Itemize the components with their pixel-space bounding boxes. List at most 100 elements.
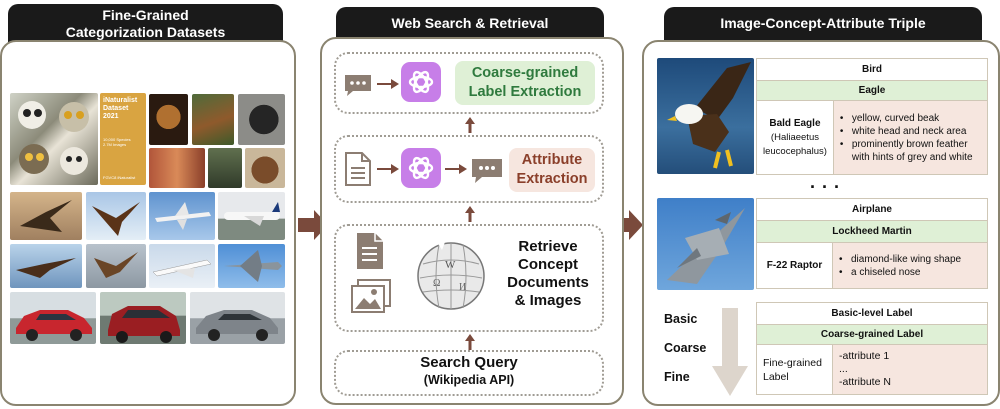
coarse-extraction-line2: Label Extraction (468, 84, 582, 100)
svg-text:W: W (445, 259, 456, 271)
web-search-title-tab: Web Search & Retrieval (336, 7, 604, 40)
datasets-title-line1: Fine-Grained (102, 7, 189, 23)
retrieve-line3: Documents (507, 274, 589, 291)
inat-year-text: 2021 (103, 113, 119, 120)
attribute-extraction-label: Attribute Extraction (509, 148, 595, 192)
f22-raptor-image (657, 198, 754, 290)
eagle-fine-label: Bald Eagle (Haliaeetus leucocephalus) (756, 100, 834, 175)
search-query-line2: (Wikipedia API) (423, 373, 515, 387)
f22-attribute-list: diamond-like wing shape a chiseled nose (839, 253, 981, 279)
bird-silhouette-3 (16, 258, 76, 278)
legend-fine-cell: Fine-grained Label (756, 344, 833, 395)
image-gallery-icon (351, 279, 391, 313)
airplane-silhouette-2 (224, 202, 280, 226)
retrieve-box (334, 224, 604, 332)
airplane-image-1 (149, 192, 215, 240)
arrow-right-small-icon (445, 164, 467, 174)
search-query-box (334, 350, 604, 396)
legend-coarse-header: Coarse-grained Label (756, 324, 988, 345)
eagle-attribute-list: yellow, curved beak white head and neck … (840, 112, 981, 164)
eagle-attribute-cell: yellow, curved beak white head and neck … (832, 100, 989, 175)
dog-image-4 (149, 148, 205, 188)
fighter-jet-silhouette (224, 250, 282, 282)
coarse-extraction-box (334, 52, 604, 114)
car-image-3 (190, 292, 285, 344)
car-image-1 (10, 292, 96, 344)
f22-basic-label: Airplane (756, 198, 988, 221)
airplane-silhouette-1 (155, 202, 211, 230)
inat-brand-text: iNaturalist (103, 97, 138, 104)
inat-stat2-text: 2.7M Images (103, 142, 127, 147)
bald-eagle-image (657, 58, 754, 174)
level-basic-text: Basic (664, 312, 698, 326)
eagle-attribute-item: yellow, curved beak (840, 112, 981, 125)
legend-attribute-cell: -attribute 1 ... -attribute N (832, 344, 988, 395)
level-fine-text: Fine (664, 370, 690, 384)
bird-image-3 (10, 244, 82, 288)
hierarchy-down-arrow-icon (712, 308, 748, 396)
attribute-extraction-box (334, 135, 604, 203)
f22-raptor-graphic (667, 208, 745, 284)
eagle-attribute-item: white head and neck area (840, 125, 981, 138)
svg-text:Ω: Ω (433, 278, 440, 289)
chat-bubble-icon (472, 159, 502, 183)
datasets-title-line2: Categorization Datasets (65, 24, 226, 40)
airplane-image-2 (218, 192, 285, 240)
inat-stat1-text: 10,000 Species (103, 137, 131, 142)
eagle-fine-line1: Bald Eagle (769, 117, 821, 129)
bird-image-2 (86, 192, 146, 240)
inaturalist-cover-image: iNaturalist Dataset 2021 10,000 Species … (100, 93, 146, 185)
legend-table: Basic-level Label Coarse-grained Label F… (756, 302, 988, 395)
bird-silhouette-4 (94, 252, 138, 278)
airplane-image-4 (218, 244, 285, 288)
document-icon (345, 152, 371, 186)
chatgpt-knot-graphic (408, 70, 434, 94)
search-query-text: Search Query (Wikipedia API) (334, 354, 604, 388)
bird-image-1 (10, 192, 82, 240)
arrow-right-small-icon (377, 79, 399, 89)
bird-silhouette-1 (20, 200, 72, 232)
bald-eagle-graphic (667, 62, 751, 169)
triple-title-tab: Image-Concept-Attribute Triple (664, 7, 982, 40)
legend-fine-line1: Fine-grained (763, 356, 822, 369)
chatgpt-logo-icon (401, 62, 441, 102)
airplane-image-3 (149, 244, 215, 288)
chat-bubble-icon (345, 75, 371, 96)
eagle-fine-line3: leucocephalus) (763, 145, 827, 157)
web-search-title: Web Search & Retrieval (391, 15, 549, 31)
attribute-extraction-line1: Attribute (521, 152, 583, 168)
arrow-up-icon (465, 334, 475, 350)
inat-dataset-text: Dataset (103, 105, 129, 112)
legend-attrN: -attribute N (839, 376, 891, 388)
f22-fine-label: F-22 Raptor (756, 242, 833, 289)
level-coarse-text: Coarse (664, 341, 707, 355)
eagle-fine-line2: (Haliaeetus (770, 131, 819, 143)
eagle-basic-label: Bird (756, 58, 988, 81)
eagle-attribute-item: prominently brown feather with hints of … (840, 138, 981, 164)
car-silhouette-3 (196, 310, 278, 341)
arrow-right-icon (613, 210, 643, 240)
f22-attribute-cell: diamond-like wing shape a chiseled nose (832, 242, 988, 289)
svg-text:И: И (459, 282, 466, 293)
eagle-coarse-label: Eagle (756, 80, 988, 101)
arrow-right-small-icon (377, 164, 399, 174)
car-silhouette-2 (108, 306, 180, 343)
eagle-triple-table: Bird Eagle Bald Eagle (Haliaeetus leucoc… (756, 58, 989, 175)
legend-attr1: -attribute 1 (839, 350, 890, 362)
dog-image-6 (245, 148, 285, 188)
dog-image-3 (238, 94, 285, 145)
retrieve-text: Retrieve Concept Documents & Images (500, 238, 596, 310)
legend-fine-line2: Label (763, 370, 789, 383)
chatgpt-knot-graphic (408, 156, 434, 180)
car-silhouette-1 (16, 310, 92, 341)
legend-attr-dots: ... (839, 363, 848, 375)
retrieve-line2: Concept (518, 256, 578, 273)
coarse-extraction-label: Coarse-grained Label Extraction (455, 61, 595, 105)
owl-collage-image (10, 93, 98, 185)
legend-basic-header: Basic-level Label (756, 302, 988, 325)
airplane-silhouette-3 (152, 259, 212, 278)
retrieve-line4: & Images (514, 292, 582, 309)
retrieve-line1: Retrieve (518, 238, 578, 255)
wikipedia-globe-icon: W Ω И (417, 242, 485, 310)
attribute-extraction-line2: Extraction (516, 171, 588, 187)
